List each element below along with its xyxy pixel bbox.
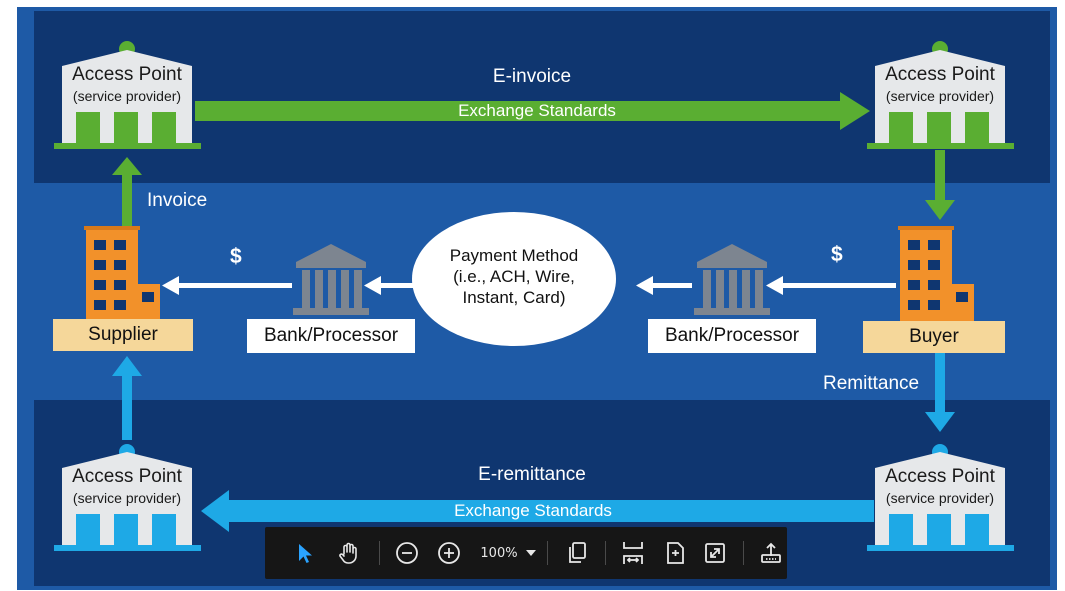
zoom-out-icon[interactable] xyxy=(389,527,425,579)
bank-right-icon xyxy=(694,244,770,315)
e-remittance-arrow xyxy=(201,490,874,532)
zoom-dropdown-icon[interactable] xyxy=(523,527,539,579)
access-point-subtitle: (service provider) xyxy=(72,88,182,104)
payment-flow-arrows xyxy=(162,276,896,295)
payment-method-line1: Payment Method xyxy=(449,246,579,265)
bank-left-icon xyxy=(293,244,369,315)
select-pointer-icon[interactable] xyxy=(287,527,323,579)
buyer-label: Buyer xyxy=(863,321,1005,353)
e-invoice-arrow xyxy=(195,92,870,130)
toolbar-separator xyxy=(605,541,606,565)
payment-method-line2: (i.e., ACH, Wire, xyxy=(453,267,575,286)
e-remittance-exchange-label: Exchange Standards xyxy=(454,501,612,520)
invoice-arrow xyxy=(112,157,142,230)
zoom-in-icon[interactable] xyxy=(431,527,467,579)
dollar-left: $ xyxy=(230,245,242,268)
remittance-arrow xyxy=(925,352,955,432)
access-point-title: Access Point xyxy=(885,466,995,487)
toolbar-separator xyxy=(379,541,380,565)
zoom-level[interactable]: 100% xyxy=(480,545,518,561)
payment-method-oval xyxy=(412,212,616,346)
viewer-toolbar: 100% xyxy=(265,527,787,579)
fit-page-icon[interactable] xyxy=(657,527,693,579)
to-supplier-arrow xyxy=(112,356,142,440)
access-point-title: Access Point xyxy=(72,466,182,487)
e-invoice-exchange-label: Exchange Standards xyxy=(458,101,616,120)
buyer-building-icon xyxy=(898,226,974,322)
access-point-title: Access Point xyxy=(72,64,182,85)
payment-method-text: Payment Method (i.e., ACH, Wire, Instant… xyxy=(412,245,616,308)
fit-width-icon[interactable] xyxy=(615,527,651,579)
access-point-top-right xyxy=(867,41,1014,149)
toolbar-separator xyxy=(743,541,744,565)
toolbar-separator xyxy=(547,541,548,565)
e-remittance-label: E-remittance xyxy=(478,464,586,485)
to-buyer-arrow xyxy=(925,150,955,220)
access-point-subtitle: (service provider) xyxy=(72,490,182,506)
invoice-label: Invoice xyxy=(147,190,208,211)
e-invoice-label: E-invoice xyxy=(492,66,572,87)
access-point-bottom-right xyxy=(867,444,1014,551)
access-point-subtitle: (service provider) xyxy=(885,490,995,506)
payment-method-line3: Instant, Card) xyxy=(462,288,566,307)
access-point-top-left xyxy=(54,41,201,149)
bank-processor-left-label: Bank/Processor xyxy=(247,319,415,353)
bank-processor-right-label: Bank/Processor xyxy=(648,319,816,353)
access-point-bottom-left xyxy=(54,444,201,551)
access-point-title: Access Point xyxy=(885,64,995,85)
supplier-building-icon xyxy=(84,226,160,322)
dollar-right: $ xyxy=(831,243,843,266)
fullscreen-icon[interactable] xyxy=(697,527,733,579)
access-point-subtitle: (service provider) xyxy=(885,88,995,104)
share-upload-icon[interactable] xyxy=(753,527,789,579)
supplier-label: Supplier xyxy=(53,319,193,351)
remittance-label: Remittance xyxy=(823,373,920,394)
copy-pages-icon[interactable] xyxy=(559,527,595,579)
pan-hand-icon[interactable] xyxy=(331,527,367,579)
